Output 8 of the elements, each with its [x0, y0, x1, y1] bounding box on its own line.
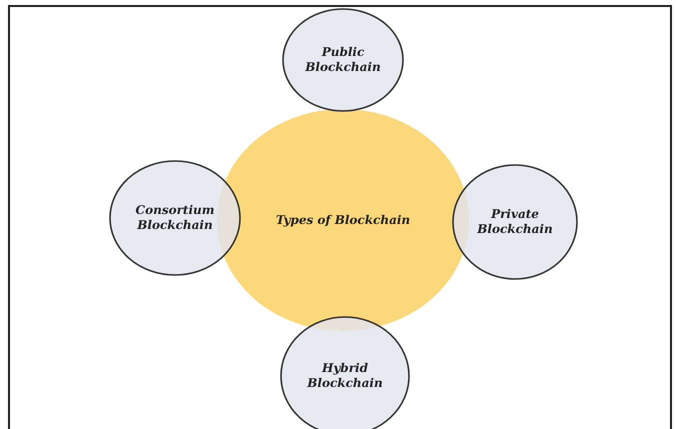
node-label: Hybrid Blockchain: [306, 361, 384, 391]
circle-node: [109, 160, 241, 276]
circle-node: [282, 8, 404, 112]
node-label: Private Blockchain: [476, 207, 554, 237]
node-label: Types of Blockchain: [274, 212, 412, 228]
node-label: Consortium Blockchain: [135, 203, 215, 233]
circle-node: [452, 164, 578, 280]
node-label: Public Blockchain: [304, 45, 382, 75]
